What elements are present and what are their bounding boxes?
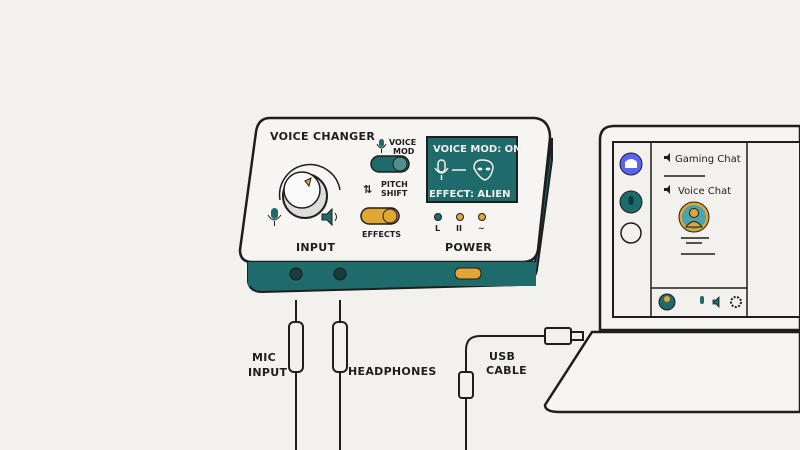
user-avatar[interactable]	[678, 201, 710, 233]
effects-label: EFFECTS	[362, 230, 401, 239]
mic-cable	[288, 300, 304, 450]
led-1-label: L	[435, 224, 440, 233]
led-3	[478, 213, 486, 221]
pitch-shift-icon: ⇅	[363, 183, 373, 196]
usb-cable	[458, 327, 584, 450]
display-status: VOICE MOD: ON	[433, 144, 522, 155]
power-label: POWER	[445, 241, 492, 254]
usb-label-1: USB	[489, 350, 515, 363]
deafen-speaker-icon[interactable]	[712, 296, 720, 308]
input-label: INPUT	[296, 241, 335, 254]
voice-mod-toggle[interactable]	[370, 155, 410, 173]
led-3-label: ~	[478, 224, 485, 233]
channel-name: Gaming Chat	[675, 154, 741, 165]
led-1	[434, 213, 442, 221]
led-2	[456, 213, 464, 221]
laptop	[543, 124, 800, 414]
discord-logo-icon	[625, 159, 637, 168]
led-2-label: II	[456, 224, 462, 233]
mute-mic-icon[interactable]	[700, 296, 704, 304]
usb-label-2: CABLE	[486, 364, 527, 377]
voice-mod-label-2: MOD	[393, 147, 415, 156]
alien-icon	[473, 159, 494, 181]
channel-name: Voice Chat	[678, 186, 731, 197]
speaker-icon	[664, 185, 670, 194]
pitch-shift-label-2: SHIFT	[381, 189, 408, 198]
add-server-icon[interactable]	[620, 222, 642, 244]
mic-jack	[289, 267, 303, 281]
voice-mod-label-1: VOICE	[389, 138, 416, 147]
settings-gear-icon[interactable]	[730, 296, 742, 308]
server-mic-icon	[628, 196, 634, 205]
channel-gaming-chat[interactable]: Gaming Chat	[664, 153, 741, 165]
pitch-shift-label-1: PITCH	[381, 180, 408, 189]
display-effect: EFFECT: ALIEN	[429, 189, 510, 200]
headphones-label: HEADPHONES	[348, 365, 437, 378]
display-mic-icon	[434, 159, 466, 180]
voice-mod-mic-icon	[376, 139, 387, 153]
headphone-jack	[333, 267, 347, 281]
effects-toggle[interactable]	[360, 207, 400, 225]
voice-changer-device	[238, 116, 553, 294]
mic-icon	[267, 208, 282, 226]
speaker-icon	[321, 207, 337, 227]
headphones-cable	[332, 300, 348, 450]
channel-voice-chat[interactable]: Voice Chat	[664, 185, 731, 197]
device-title: VOICE CHANGER	[270, 130, 375, 143]
mic-label-1: MIC	[252, 351, 276, 364]
input-knob[interactable]	[278, 163, 341, 219]
speaker-icon	[664, 153, 670, 162]
mic-label-2: INPUT	[248, 366, 287, 379]
display-screen	[426, 136, 518, 203]
power-switch[interactable]	[454, 267, 482, 280]
